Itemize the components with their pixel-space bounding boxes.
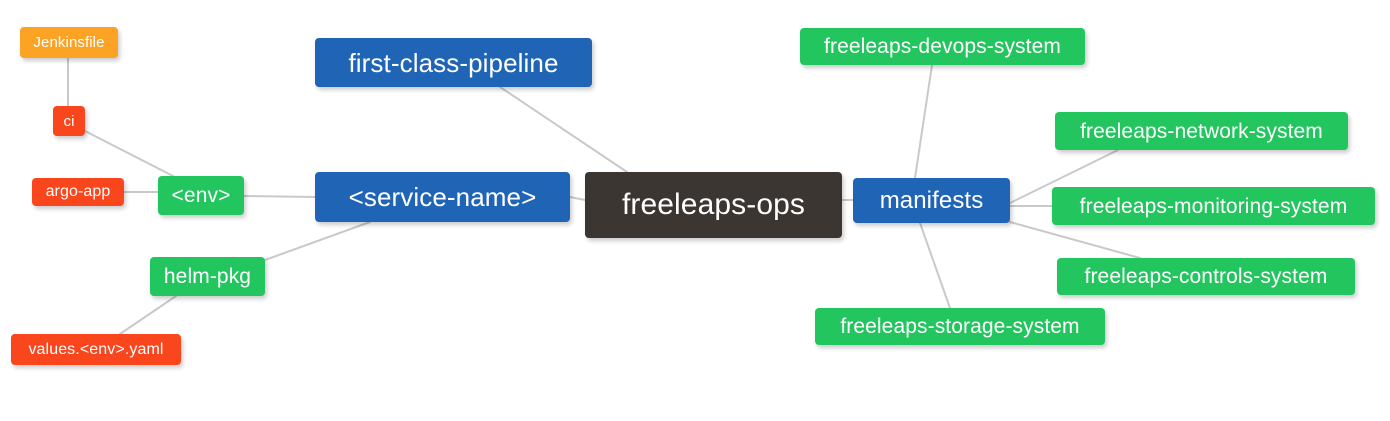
node-label-ci: ci	[63, 112, 75, 130]
edge-service-name-to-env	[243, 195, 316, 198]
node-env[interactable]: <env>	[158, 176, 244, 215]
node-manifests[interactable]: manifests	[853, 178, 1010, 223]
node-label-jenkinsfile: Jenkinsfile	[33, 34, 105, 51]
node-freeleaps-ops[interactable]: freeleaps-ops	[585, 172, 842, 238]
edge-env-to-ci	[84, 130, 174, 177]
edge-service-name-to-helm-pkg	[264, 221, 371, 261]
node-label-helm-pkg: helm-pkg	[163, 265, 252, 288]
node-label-freeleaps-monitoring-system: freeleaps-monitoring-system	[1079, 194, 1348, 218]
node-label-values-env-yaml: values.<env>.yaml	[28, 340, 164, 358]
edge-manifests-to-freeleaps-storage-system	[919, 222, 951, 309]
node-label-freeleaps-storage-system: freeleaps-storage-system	[840, 315, 1080, 338]
node-freeleaps-monitoring-system[interactable]: freeleaps-monitoring-system	[1052, 187, 1375, 225]
edge-manifests-to-freeleaps-devops-system	[914, 64, 933, 179]
node-helm-pkg[interactable]: helm-pkg	[150, 257, 265, 296]
node-label-first-class-pipeline: first-class-pipeline	[348, 47, 559, 78]
node-label-manifests: manifests	[879, 186, 984, 214]
node-label-service-name: <service-name>	[348, 182, 537, 212]
node-label-argo-app: argo-app	[45, 183, 111, 200]
node-freeleaps-controls-system[interactable]: freeleaps-controls-system	[1057, 258, 1355, 295]
node-ci[interactable]: ci	[53, 106, 85, 136]
node-label-freeleaps-controls-system: freeleaps-controls-system	[1084, 265, 1328, 288]
node-freeleaps-network-system[interactable]: freeleaps-network-system	[1055, 112, 1348, 150]
node-label-freeleaps-devops-system: freeleaps-devops-system	[824, 35, 1061, 58]
node-label-env: <env>	[171, 184, 231, 207]
node-jenkinsfile[interactable]: Jenkinsfile	[20, 27, 118, 58]
edge-manifests-to-freeleaps-controls-system	[1009, 221, 1141, 259]
node-label-freeleaps-ops: freeleaps-ops	[621, 188, 806, 221]
node-service-name[interactable]: <service-name>	[315, 172, 570, 222]
node-freeleaps-devops-system[interactable]: freeleaps-devops-system	[800, 28, 1085, 65]
edge-helm-pkg-to-values-env-yaml	[119, 295, 177, 335]
edge-freeleaps-ops-to-first-class-pipeline	[499, 86, 628, 173]
node-first-class-pipeline[interactable]: first-class-pipeline	[315, 38, 592, 87]
node-argo-app[interactable]: argo-app	[32, 178, 124, 206]
node-freeleaps-storage-system[interactable]: freeleaps-storage-system	[815, 308, 1105, 345]
node-values-env-yaml[interactable]: values.<env>.yaml	[11, 334, 181, 365]
node-label-freeleaps-network-system: freeleaps-network-system	[1080, 119, 1323, 143]
edge-freeleaps-ops-to-service-name	[569, 196, 586, 201]
